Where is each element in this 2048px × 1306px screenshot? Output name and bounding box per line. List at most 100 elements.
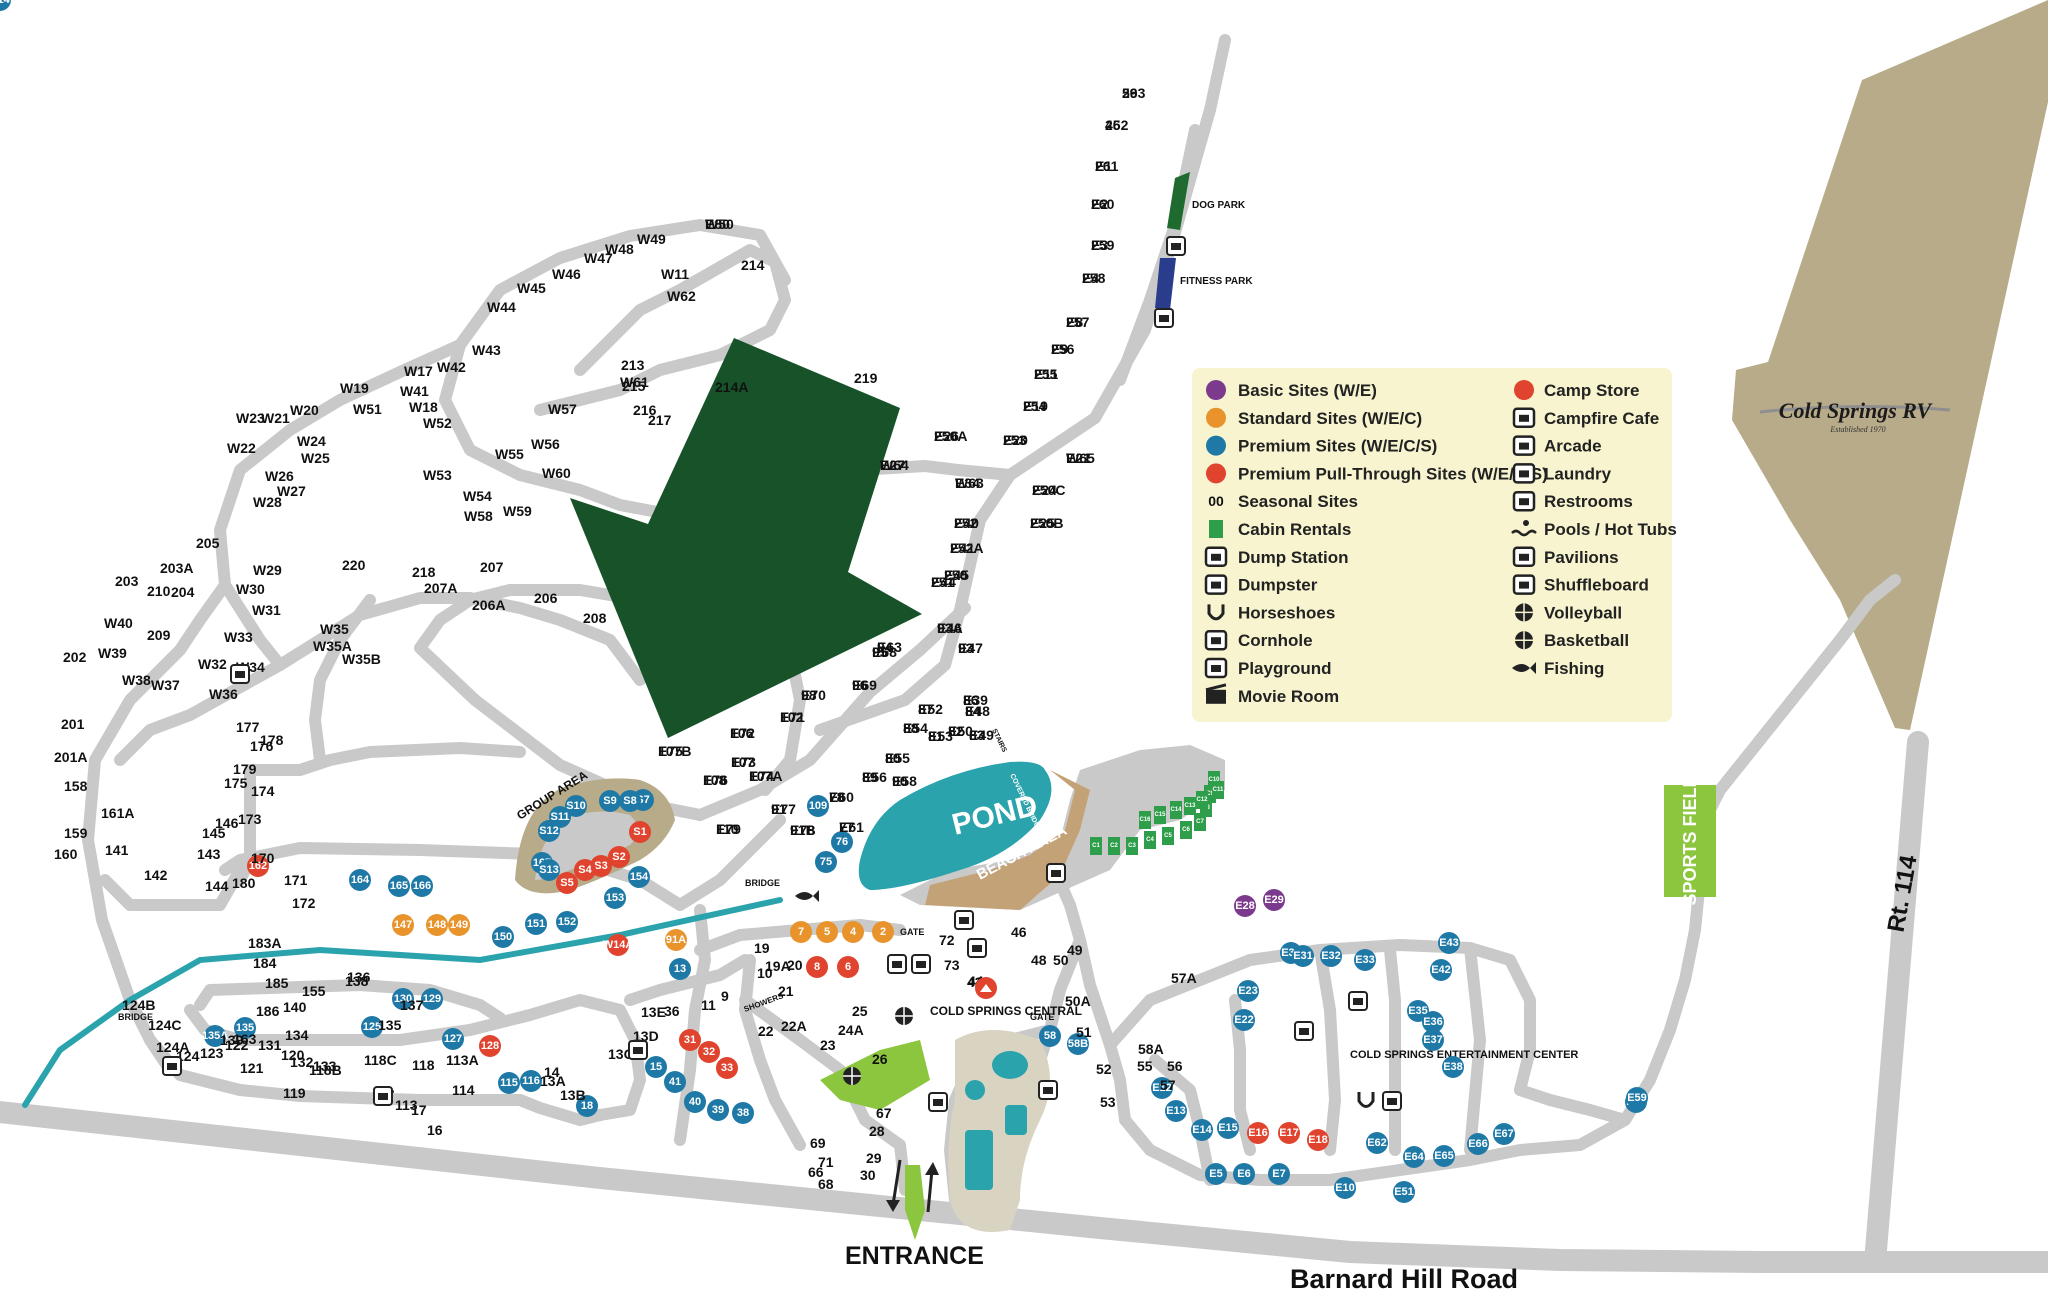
site-marker[interactable]: E28	[1234, 895, 1256, 917]
site-label[interactable]: W42	[437, 359, 466, 375]
site-marker[interactable]: E31	[1292, 945, 1314, 967]
site-label[interactable]: 180	[232, 875, 256, 891]
site-label[interactable]: 80	[885, 750, 901, 766]
site-label[interactable]: 214A	[715, 379, 748, 395]
site-label[interactable]: W54	[463, 488, 492, 504]
site-label[interactable]: 208	[583, 610, 607, 626]
pointer-arrow[interactable]	[570, 338, 922, 738]
site-marker[interactable]: 8	[806, 956, 828, 978]
site-label[interactable]: 13E	[641, 1004, 666, 1020]
site-label[interactable]: 86	[963, 692, 979, 708]
site-label[interactable]: W63	[955, 475, 984, 491]
site-label[interactable]: W37	[151, 677, 180, 693]
site-dot[interactable]	[411, 875, 433, 897]
site-label[interactable]: 13B	[560, 1087, 586, 1103]
site-label[interactable]: 163	[233, 1031, 257, 1047]
site-label[interactable]: 263	[1122, 85, 1146, 101]
cabin-rect[interactable]	[1139, 811, 1151, 829]
site-label[interactable]: 174	[251, 783, 275, 799]
site-label[interactable]: W52	[423, 415, 452, 431]
site-label[interactable]: E80	[705, 216, 730, 232]
site-label[interactable]: 30	[860, 1167, 876, 1183]
site-label[interactable]: 11	[701, 997, 716, 1013]
cabin-rect[interactable]	[1180, 821, 1192, 839]
site-marker[interactable]: E62	[1366, 1132, 1388, 1154]
site-dot[interactable]	[392, 914, 414, 936]
site-marker[interactable]: 151	[525, 913, 547, 935]
site-label[interactable]: 87	[918, 701, 934, 717]
site-label[interactable]: 135	[378, 1017, 402, 1033]
site-label[interactable]: 83	[969, 727, 985, 743]
site-label[interactable]: 107	[731, 754, 755, 770]
site-marker[interactable]: E23	[1237, 980, 1259, 1002]
cabin[interactable]: C2	[1108, 837, 1120, 855]
site-marker[interactable]: E33	[1354, 949, 1376, 971]
site-label[interactable]: 143	[197, 846, 221, 862]
site-label[interactable]: 107A	[749, 768, 782, 784]
site-marker[interactable]: E59	[1626, 1087, 1648, 1109]
site-label[interactable]: W53	[423, 467, 452, 483]
site-label[interactable]: 253	[1003, 432, 1027, 448]
cabin[interactable]: C15	[1154, 806, 1166, 824]
site-label[interactable]: 49	[1067, 942, 1083, 958]
site-label[interactable]: 205	[196, 535, 220, 551]
site-label[interactable]: 250	[944, 567, 968, 583]
site-label[interactable]: 102	[780, 709, 804, 725]
site-label[interactable]: E61	[839, 819, 864, 835]
site-marker[interactable]: 7	[790, 921, 812, 943]
site-label[interactable]: 134	[285, 1027, 309, 1043]
site-label[interactable]: W56	[531, 436, 560, 452]
site-marker[interactable]: S1	[629, 821, 651, 843]
site-label[interactable]: E69	[852, 677, 877, 693]
cabin-rect[interactable]	[1170, 801, 1182, 819]
site-dot[interactable]	[1263, 889, 1285, 911]
site-label[interactable]: 66	[808, 1164, 824, 1180]
site-label[interactable]: W30	[236, 581, 265, 597]
site-marker[interactable]: S3	[590, 855, 612, 877]
site-label[interactable]: 13C	[608, 1046, 634, 1062]
site-label[interactable]: E73	[731, 754, 756, 770]
site-dot[interactable]	[1354, 949, 1376, 971]
site-label[interactable]: 177	[236, 719, 260, 735]
site-marker[interactable]: S4	[574, 859, 596, 881]
site-label[interactable]: 119	[283, 1085, 306, 1101]
site-dot[interactable]	[1191, 1119, 1213, 1141]
site-label[interactable]: 203A	[160, 560, 193, 576]
site-label[interactable]: W49	[637, 231, 666, 247]
site-label[interactable]: E24	[1032, 482, 1057, 498]
site-dot[interactable]	[492, 926, 514, 948]
site-marker[interactable]: 116	[520, 1070, 542, 1092]
site-dot[interactable]	[815, 851, 837, 873]
site-label[interactable]: 204	[171, 584, 195, 600]
site-dot[interactable]	[1430, 959, 1452, 981]
site-label[interactable]: 14	[544, 1064, 560, 1080]
site-dot[interactable]	[842, 921, 864, 943]
site-dot[interactable]	[1422, 1011, 1444, 1033]
site-label[interactable]: 137	[400, 997, 424, 1013]
site-marker[interactable]: 39	[707, 1099, 729, 1121]
site-label[interactable]: 19A	[765, 958, 791, 974]
site-label[interactable]: E1	[1095, 158, 1112, 174]
site-marker[interactable]: 125	[361, 1016, 383, 1038]
site-label[interactable]: 50	[1053, 952, 1069, 968]
site-label[interactable]: E19	[1023, 398, 1048, 414]
site-dot[interactable]	[806, 956, 828, 978]
site-dot[interactable]	[556, 872, 578, 894]
site-label[interactable]: 132	[290, 1054, 314, 1070]
site-label[interactable]: E21	[1066, 450, 1091, 466]
site-label[interactable]: E4	[1082, 270, 1099, 286]
site-label[interactable]: W17	[404, 363, 433, 379]
site-label[interactable]: 219	[854, 370, 878, 386]
site-marker[interactable]: 128	[479, 1035, 501, 1057]
site-label[interactable]: 52	[1096, 1061, 1112, 1077]
site-label[interactable]: 108	[703, 772, 727, 788]
site-label[interactable]: W59	[503, 503, 532, 519]
site-label[interactable]: 55	[1137, 1058, 1153, 1074]
site-label[interactable]: 201A	[54, 749, 87, 765]
site-marker[interactable]: 154	[628, 866, 650, 888]
site-label[interactable]: 252	[954, 515, 978, 531]
site-label[interactable]: E27	[880, 457, 905, 473]
site-marker[interactable]: E37	[1422, 1029, 1444, 1051]
site-marker[interactable]: 40	[684, 1091, 706, 1113]
site-label[interactable]: 250A	[934, 428, 967, 444]
